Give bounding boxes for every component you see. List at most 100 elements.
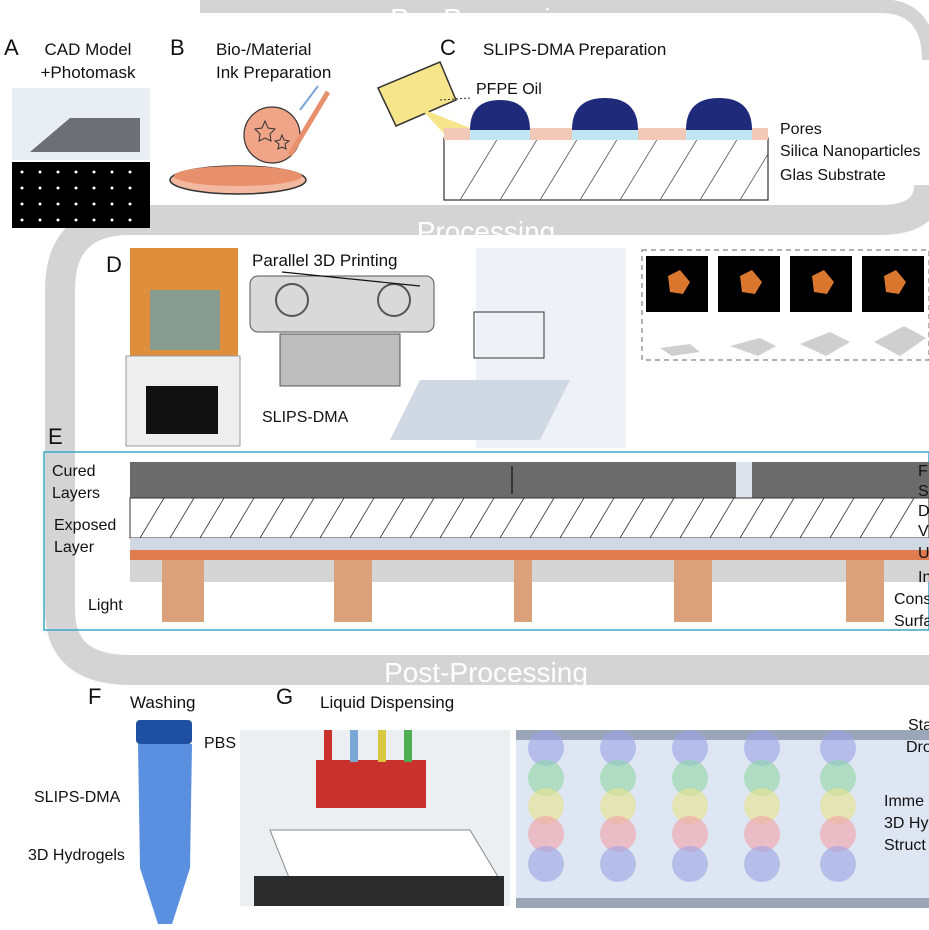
shape-2	[730, 338, 776, 356]
tube-slips-label: SLIPS-DMA	[34, 789, 121, 806]
array-bottom-bar	[516, 898, 929, 908]
cross-section-frame	[43, 451, 929, 631]
stage-base	[254, 876, 504, 906]
light-beam-5	[846, 560, 884, 622]
slide-tray	[269, 829, 501, 881]
droplet-2	[572, 98, 638, 130]
shape-3	[800, 332, 850, 356]
light-label: Light	[88, 597, 123, 614]
pentagon-4	[884, 270, 906, 294]
panel-a-line2: +Photomask	[41, 63, 136, 82]
pentagon-1	[668, 270, 690, 294]
pores-label: Pores	[780, 121, 822, 138]
pore-region-3	[686, 128, 752, 140]
light-beam-1	[162, 560, 204, 622]
e-right-1: F	[918, 463, 928, 480]
printer-platform	[150, 290, 220, 350]
oil-leader	[439, 97, 471, 101]
glass-label: Glas Substrate	[780, 167, 886, 184]
post-processing-title: Post-Processing	[384, 657, 588, 688]
photomask-holes	[20, 170, 132, 222]
zoom-box	[473, 311, 545, 359]
panel-c-title: SLIPS-DMA Preparation	[483, 40, 666, 59]
shape-4	[874, 326, 926, 356]
ink-layer	[130, 538, 929, 550]
nozzle-1	[324, 730, 332, 762]
pore-region-1	[470, 128, 530, 140]
g-right-3: Imme	[884, 793, 924, 810]
pentagon-3	[812, 270, 834, 294]
g-right-1: Sta	[908, 717, 929, 734]
dma-holder	[249, 275, 435, 333]
holder-block	[279, 333, 401, 387]
e-right-3: D	[918, 503, 929, 520]
nozzle-4	[404, 730, 412, 762]
falcon-tube	[138, 744, 192, 924]
panel-b-line1: Bio-/Material	[216, 40, 311, 59]
silica-label: Silica Nanoparticles	[780, 143, 921, 160]
slips-dma-label: SLIPS-DMA	[262, 409, 349, 426]
e-right-7: Cons	[894, 591, 929, 608]
array-droplets	[528, 730, 856, 882]
cured-label-2: Layers	[52, 485, 100, 502]
pipette	[287, 90, 331, 157]
e-right-4: V	[918, 523, 929, 540]
panel-e-letter: E	[48, 424, 63, 449]
cad-plate	[30, 118, 140, 152]
printer-plate	[390, 380, 570, 440]
e-right-2: S	[918, 483, 929, 500]
e-right-8: Surfa	[894, 613, 929, 630]
light-beam-3	[514, 560, 532, 622]
e-right-5: U	[918, 545, 929, 562]
holder-knob-left	[275, 283, 309, 317]
panel-g-letter: G	[276, 684, 293, 709]
light-beam-4	[674, 560, 712, 622]
pre-processing-title: Pre-Processing	[390, 3, 581, 34]
pore-region-2	[572, 128, 638, 140]
pbs-label: PBS	[204, 735, 236, 752]
width-arrow	[281, 271, 421, 287]
exposed-label-2: Layer	[54, 539, 95, 556]
cured-layer-top	[130, 462, 929, 498]
panel-a-letter: A	[4, 35, 19, 60]
g-right-5: Struct	[884, 837, 926, 854]
panel-g-title: Liquid Dispensing	[320, 693, 454, 712]
ink	[174, 166, 302, 186]
cells-icon	[253, 119, 291, 150]
panel-d-title: Parallel 3D Printing	[252, 251, 398, 270]
droplet-array	[516, 730, 929, 908]
panel-f-title: Washing	[130, 693, 196, 712]
array-top-bar	[516, 730, 929, 740]
glass-hatch	[459, 137, 769, 201]
dispensing-head	[316, 760, 426, 808]
nozzle-2	[350, 730, 358, 762]
panel-c-letter: C	[440, 35, 456, 60]
print-progress-box	[641, 249, 929, 361]
oil-beaker	[376, 61, 457, 127]
panel-d-letter: D	[106, 252, 122, 277]
printer-screen	[146, 386, 218, 434]
photomask	[12, 162, 150, 228]
cured-label-1: Cured	[52, 463, 96, 480]
nozzle-3	[378, 730, 386, 762]
tube-cap	[136, 720, 192, 744]
hydrogels-label: 3D Hydrogels	[28, 847, 125, 864]
pre-band	[200, 0, 929, 61]
pentagon-2	[740, 270, 762, 294]
pfpe-oil-label: PFPE Oil	[476, 81, 542, 98]
flow-arrow	[299, 85, 319, 111]
droplet-3	[686, 98, 752, 130]
panel-b-letter: B	[170, 35, 185, 60]
layer-gap	[736, 462, 752, 498]
g-right-2: Dro	[906, 739, 929, 756]
e-right-6: In	[918, 569, 929, 586]
shape-1	[660, 344, 700, 356]
hatched-layer	[129, 497, 929, 539]
panel-f-letter: F	[88, 684, 101, 709]
processing-title: Processing	[417, 216, 556, 247]
processing-band	[45, 183, 929, 685]
holder-knob-right	[377, 283, 411, 317]
light-beam-2	[334, 560, 372, 622]
g-right-4: 3D Hy	[884, 815, 928, 832]
